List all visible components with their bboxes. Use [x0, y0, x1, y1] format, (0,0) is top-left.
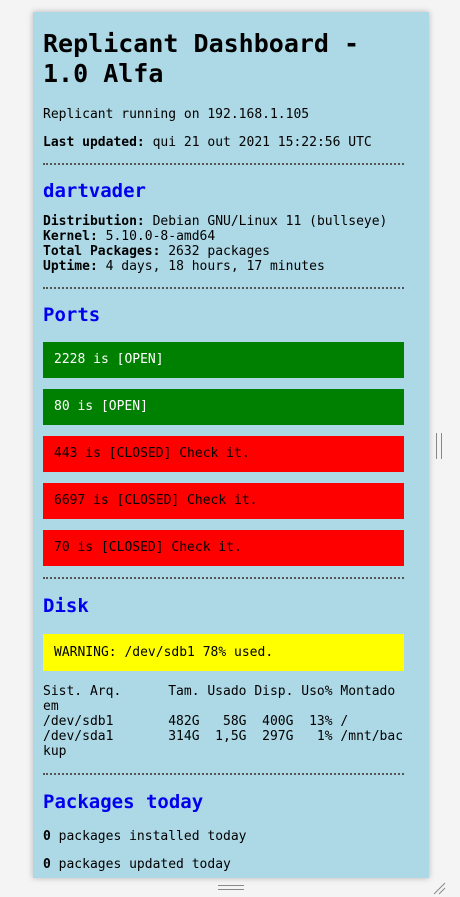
- kernel-row: Kernel: 5.10.0-8-amd64: [43, 229, 404, 244]
- packages-installed-count: 0: [43, 829, 51, 844]
- disk-usage-output: Sist. Arq. Tam. Usado Disp. Uso% Montado…: [43, 684, 404, 759]
- distribution-row: Distribution: Debian GNU/Linux 11 (bulls…: [43, 214, 404, 229]
- dashboard-content: Replicant Dashboard - 1.0 Alfa Replicant…: [43, 12, 404, 872]
- horizontal-resize-handle[interactable]: [218, 885, 244, 890]
- page-title-line1: Replicant Dashboard -: [43, 29, 360, 58]
- running-on-text: Replicant running on 192.168.1.105: [43, 107, 310, 122]
- distribution-value: Debian GNU/Linux 11 (bullseye): [152, 214, 388, 229]
- uptime-value: 4 days, 18 hours, 17 minutes: [105, 259, 325, 274]
- disk-warning: WARNING: /dev/sdb1 78% used.: [43, 634, 404, 671]
- ports-heading: Ports: [43, 304, 101, 326]
- packages-installed-text: packages installed today: [50, 829, 247, 844]
- ports-list: 2228 is [OPEN] 80 is [OPEN] 443 is [CLOS…: [43, 342, 404, 566]
- last-updated: Last updated: qui 21 out 2021 15:22:56 U…: [43, 135, 404, 150]
- dashboard-page[interactable]: Replicant Dashboard - 1.0 Alfa Replicant…: [33, 12, 429, 878]
- section-divider: [43, 287, 404, 289]
- host-info: Distribution: Debian GNU/Linux 11 (bulls…: [43, 214, 404, 274]
- packages-today-heading: Packages today: [43, 791, 204, 813]
- vertical-resize-handle[interactable]: [436, 433, 442, 459]
- port-status-6697: 6697 is [CLOSED] Check it.: [43, 483, 404, 519]
- page-title-line2: 1.0 Alfa: [43, 59, 164, 88]
- kernel-label: Kernel:: [43, 229, 98, 244]
- resize-corner-icon[interactable]: [432, 881, 446, 895]
- port-status-2228: 2228 is [OPEN]: [43, 342, 404, 378]
- packages-updated-text: packages updated today: [50, 857, 231, 872]
- total-packages-value: 2632 packages: [168, 244, 270, 259]
- section-divider: [43, 163, 404, 165]
- port-status-80: 80 is [OPEN]: [43, 389, 404, 425]
- disk-heading: Disk: [43, 595, 89, 617]
- packages-installed-today: 0 packages installed today: [43, 829, 404, 844]
- host-name-heading: dartvader: [43, 180, 146, 202]
- distribution-label: Distribution:: [43, 214, 145, 229]
- total-packages-label: Total Packages:: [43, 244, 161, 259]
- packages-updated-today: 0 packages updated today: [43, 857, 404, 872]
- page-title: Replicant Dashboard - 1.0 Alfa: [43, 29, 404, 89]
- packages-updated-count: 0: [43, 857, 51, 872]
- uptime-row: Uptime: 4 days, 18 hours, 17 minutes: [43, 259, 404, 274]
- kernel-value: 5.10.0-8-amd64: [105, 229, 216, 244]
- port-status-443: 443 is [CLOSED] Check it.: [43, 436, 404, 472]
- total-packages-row: Total Packages: 2632 packages: [43, 244, 404, 259]
- port-status-70: 70 is [CLOSED] Check it.: [43, 530, 404, 566]
- last-updated-value: qui 21 out 2021 15:22:56 UTC: [152, 135, 372, 150]
- uptime-label: Uptime:: [43, 259, 98, 274]
- section-divider: [43, 773, 404, 775]
- last-updated-label: Last updated:: [43, 135, 145, 150]
- section-divider: [43, 577, 404, 579]
